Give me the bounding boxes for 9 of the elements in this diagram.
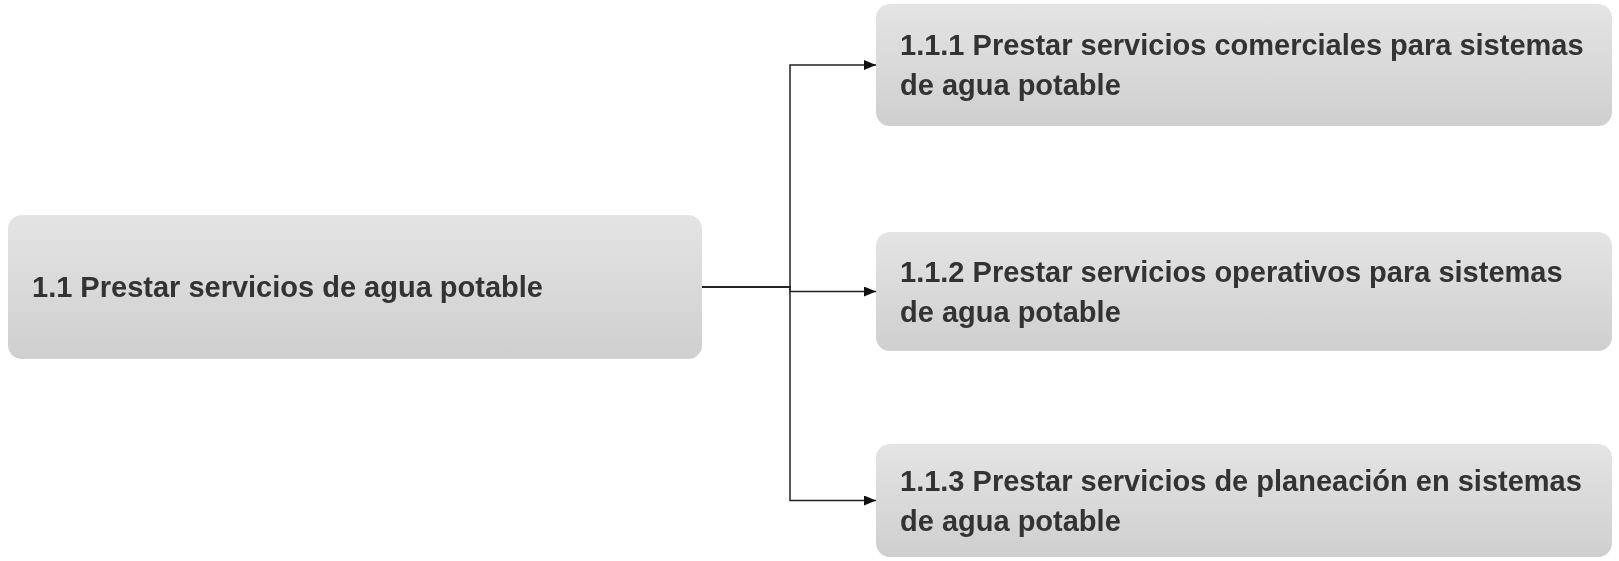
process-box [876, 232, 1612, 351]
box-label: 1.1 Prestar servicios de agua potable [32, 270, 544, 305]
arrow [701, 286, 877, 506]
box-label: 1.1.1 Prestar servicios comerciales para sistemas de agua potable [900, 28, 1585, 103]
process-box [8, 215, 702, 359]
box-label: 1.1.2 Prestar servicios operativos para sistemas de agua potable [900, 254, 1564, 330]
process-box [876, 444, 1612, 557]
process-box [876, 4, 1612, 126]
box-label: 1.1.3 Prestar servicios de planeación en sistemas de agua potable [900, 463, 1583, 539]
